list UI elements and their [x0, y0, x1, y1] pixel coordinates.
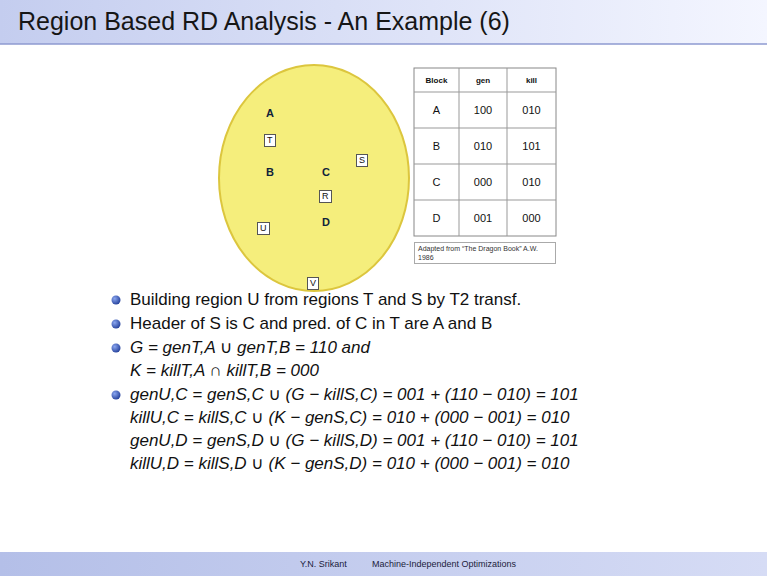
table-grid: [414, 128, 556, 129]
table-cell: 001: [459, 200, 507, 236]
block-name: D: [322, 216, 330, 228]
title-bar: [0, 0, 767, 44]
table-grid: [414, 164, 556, 165]
block-name: A: [266, 107, 274, 119]
bullet-dot: [112, 391, 121, 400]
bullet-text: genU,D = genS,D ∪ (G − killS,D) = 001 + …: [130, 430, 579, 452]
region-name: V: [307, 277, 319, 290]
table-cell: 010: [507, 92, 556, 128]
table-cell: kill: [507, 68, 556, 92]
footer-course: Machine-Independent Optimizations: [372, 558, 516, 570]
bullet-text: killU,C = killS,C ∪ (K − genS,C) = 010 +…: [130, 407, 570, 429]
region-outline: [218, 64, 410, 292]
title-rule: [0, 43, 767, 45]
table-grid: [414, 92, 556, 93]
table-cell: A: [414, 92, 459, 128]
table-cell: 000: [507, 200, 556, 236]
region-name: T: [264, 134, 276, 147]
bullet-dot: [112, 320, 121, 329]
footer-author: Y.N. Srikant: [300, 558, 347, 570]
table-cell: D: [414, 200, 459, 236]
table-cell: 000: [459, 164, 507, 200]
slide-title: Region Based RD Analysis - An Example (6…: [18, 7, 510, 36]
table-grid: [414, 200, 556, 201]
table-cell: 010: [459, 128, 507, 164]
footer-bar: [0, 552, 767, 576]
region-name: U: [257, 222, 270, 235]
bullet-text: killU,D = killS,D ∪ (K − genS,D) = 010 +…: [130, 453, 570, 475]
bullet-text: Building region U from regions T and S b…: [130, 289, 521, 311]
region-ellipse: A B T C D R S U V: [218, 64, 410, 292]
block-name: C: [322, 166, 330, 178]
bullet-dot: [112, 344, 121, 353]
table-cell: C: [414, 164, 459, 200]
table-grid: [507, 68, 508, 236]
table-cell: Block: [414, 68, 459, 92]
bullet-text: Header of S is C and pred. of C in T are…: [130, 313, 492, 335]
block-name: B: [266, 166, 274, 178]
table-cell: B: [414, 128, 459, 164]
source-note: Adapted from “The Dragon Book” A.W. 1986: [414, 242, 556, 264]
bullet-dot: [112, 296, 121, 305]
bullet-text: G = genT,A ∪ genT,B = 110 and: [130, 337, 370, 359]
table-frame: [414, 68, 556, 236]
table-cell: gen: [459, 68, 507, 92]
table-cell: 010: [507, 164, 556, 200]
region-name: R: [319, 190, 332, 203]
table-cell: 101: [507, 128, 556, 164]
region-name: S: [356, 154, 368, 167]
table-grid: [459, 68, 460, 236]
bullet-text: K = killT,A ∩ killT,B = 000: [130, 360, 319, 382]
region-shape: [219, 65, 409, 291]
bullet-text: genU,C = genS,C ∪ (G − killS,C) = 001 + …: [130, 384, 579, 406]
table-cell: 100: [459, 92, 507, 128]
